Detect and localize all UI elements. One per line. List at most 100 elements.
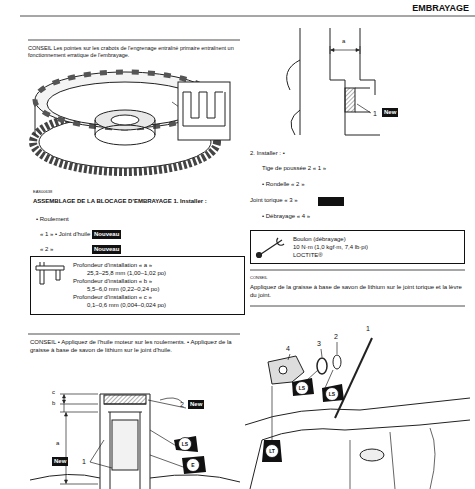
callout-number: 2 <box>334 332 338 341</box>
dimension-label: b <box>52 400 55 408</box>
leader-lines <box>272 370 333 443</box>
dimension-lines <box>331 49 359 52</box>
bearing-housing <box>104 404 146 489</box>
thread-lock-symbol: LT <box>269 449 275 454</box>
new-part-badge: Nouveau <box>92 230 121 239</box>
clutch-housing <box>95 110 155 130</box>
wrench-icon <box>258 238 284 256</box>
grease-icon <box>292 378 344 402</box>
step-text: 2. Installer : • <box>250 150 285 158</box>
note-heading: CONSEIL <box>250 275 268 280</box>
bearing-housing <box>30 394 240 489</box>
leader-lines <box>90 400 186 468</box>
crankcase-section <box>300 28 375 135</box>
crankcase-cover <box>350 428 435 489</box>
crankcase-cover <box>360 449 384 461</box>
grease-icon <box>292 378 314 396</box>
dimension-lines <box>330 46 360 54</box>
note-text: CONSEIL • Appliquez de l'huile moteur su… <box>30 339 242 355</box>
wrench-icon <box>257 238 285 258</box>
new-part-badge: New <box>382 108 398 117</box>
grease-icon <box>179 438 192 451</box>
rule-lines <box>250 306 465 307</box>
crankcase-cover <box>245 398 470 489</box>
dimension-label: c <box>52 389 55 397</box>
new-part-badge: New <box>52 457 68 466</box>
redacted-badge <box>318 197 344 206</box>
dimension-label: a <box>56 440 59 448</box>
clutch-housing <box>95 125 155 145</box>
thread-lock-icon <box>262 440 282 462</box>
note-text: CONSEIL Les pointes sur les crabots de l… <box>28 45 240 59</box>
section-heading: ASSEMBLAGE DE LA BLOCAGE D'EMBRAYAGE 1. … <box>33 198 258 206</box>
callout-number: 1 <box>366 324 370 333</box>
crankcase-section <box>345 88 355 112</box>
dimension-lines <box>63 395 68 483</box>
badge-text: New <box>54 458 66 464</box>
badge-text: Nouveau <box>94 231 119 237</box>
spec-label: Profondeur d'installation « a » <box>73 261 238 269</box>
grease-icon <box>174 436 198 452</box>
bearing-housing <box>30 474 240 482</box>
leader-lines <box>150 455 186 468</box>
thread-lock-icon <box>262 440 282 462</box>
callout-number: 1 <box>82 457 86 466</box>
leader-lines <box>150 430 178 447</box>
dimension-lines <box>60 394 98 484</box>
step-text: « 1 » • Joint d'huile <box>40 231 90 239</box>
spec-label: Profondeur d'installation « c » <box>73 293 238 301</box>
new-part-badge: Nouveau <box>92 245 121 254</box>
dimension-lines <box>330 46 371 113</box>
grease-icon <box>174 436 198 452</box>
spec-value: 25,3–25,8 mm (1,00–1,02 po) <box>73 269 238 277</box>
callout-number: 4 <box>286 344 290 353</box>
clutch-housing <box>111 115 139 125</box>
step-text: Joint torique « 3 » <box>250 197 298 205</box>
rule-lines <box>20 16 475 334</box>
slot-detail-inset <box>178 82 230 140</box>
wrench-icon <box>257 253 262 258</box>
dimension-lines <box>357 104 371 113</box>
caliper-icon <box>36 262 64 284</box>
badge-text: Nouveau <box>94 246 119 252</box>
callout-number: 1 <box>373 109 377 118</box>
spec-value: 0,1–0,6 mm (0,004–0,024 po) <box>73 301 238 309</box>
slot-detail-inset <box>183 92 225 126</box>
crankcase-section <box>287 60 300 135</box>
crankcase-section <box>345 88 380 135</box>
grease-icon <box>326 388 339 401</box>
step-text: Tige de poussée 2 « 1 » <box>262 165 326 173</box>
rule-lines <box>250 270 465 271</box>
new-part-badge: New <box>188 400 204 409</box>
thread-lock-icon <box>266 445 279 458</box>
rule-lines <box>20 16 475 17</box>
grease-icon <box>322 384 344 402</box>
callout-number: 3 <box>317 339 321 348</box>
step-text: « 2 » <box>40 246 53 254</box>
step-text: • Roulement <box>36 216 69 224</box>
crankcase-cover <box>245 398 470 489</box>
push-rod <box>335 338 372 418</box>
release-parts <box>279 366 287 374</box>
engine-oil-icon <box>187 459 200 472</box>
release-parts <box>317 358 327 374</box>
spec-box: Profondeur d'installation « a »25,3–25,8… <box>30 256 245 315</box>
rule-lines <box>28 40 240 41</box>
step-text: • Rondelle « 2 » <box>262 181 304 189</box>
dimension-lines <box>60 394 98 484</box>
note-text: Appliquez de la graisse à base de savon … <box>250 284 465 300</box>
bearing-housing <box>100 394 150 489</box>
leader-lines <box>288 342 337 360</box>
bearing-housing <box>112 420 138 470</box>
callout-number: 2 <box>180 400 184 409</box>
dimension-label: a <box>342 38 345 46</box>
lubricant-symbol: E <box>191 463 194 468</box>
release-parts <box>333 355 341 369</box>
badge-text: New <box>190 401 202 407</box>
slot-detail-inset <box>178 82 230 140</box>
reference-code: EAS00638 <box>33 189 52 194</box>
dimension-lines <box>60 394 98 412</box>
leader-lines <box>90 440 112 468</box>
spec-box: Boulon (débrayage)10 N·m (1,0 kgf·m, 7,4… <box>250 230 465 264</box>
